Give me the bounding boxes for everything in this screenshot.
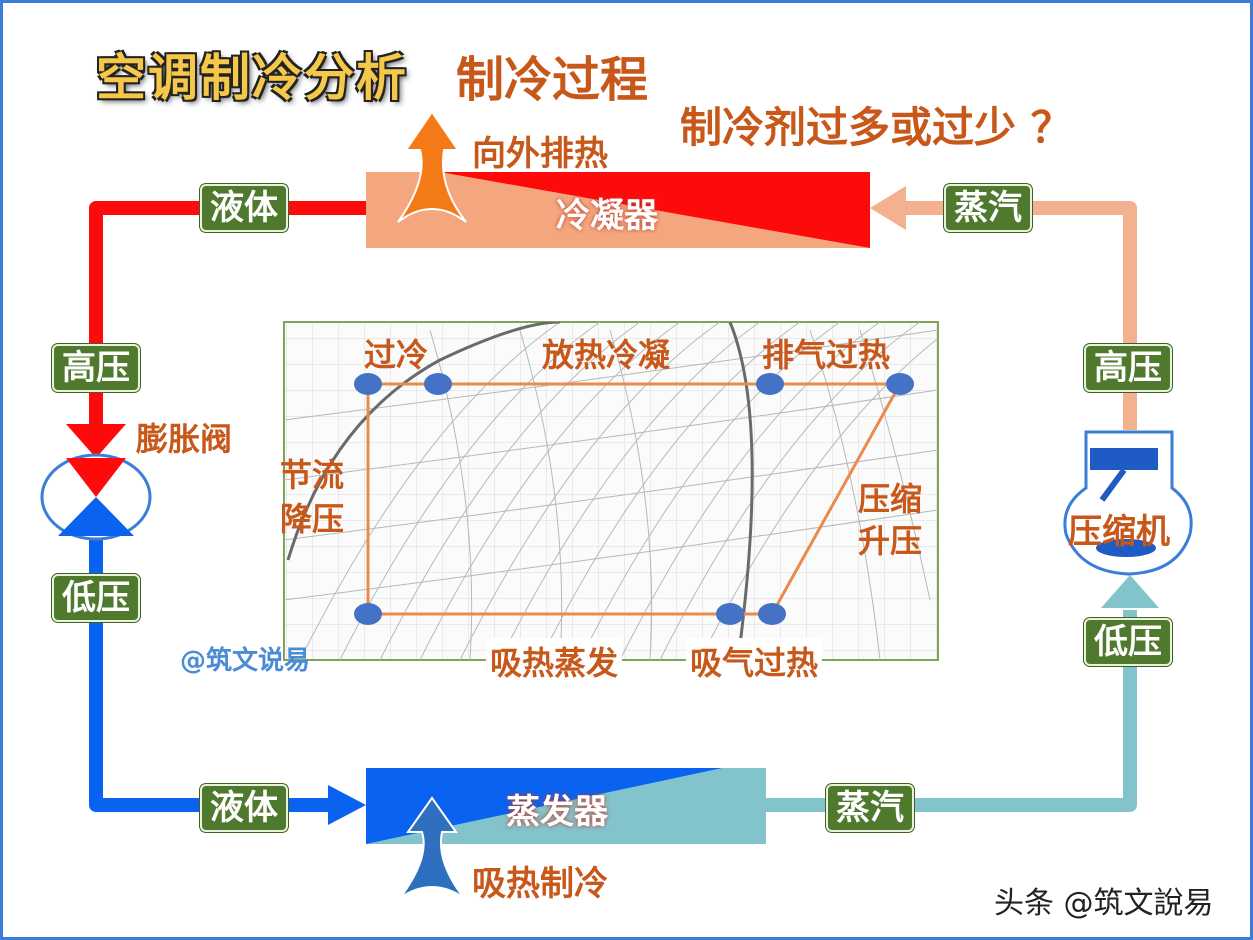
cycle-node (758, 603, 786, 625)
cycle-node (354, 373, 382, 395)
left-arrow-icon (870, 186, 906, 230)
label-vapor-bottom: 蒸汽 (826, 784, 914, 832)
subcool-label: 过冷 (364, 336, 429, 374)
condenser-label: 冷凝器 (556, 196, 658, 236)
cycle-node (424, 373, 452, 395)
label-low-pressure-right: 低压 (1084, 618, 1172, 666)
watermark: 头条 @筑文說易 (994, 886, 1214, 921)
expansion-valve-icon (40, 453, 152, 541)
down-arrow-icon (66, 424, 126, 458)
heat-out-arrow-icon (397, 110, 467, 223)
cycle-node (716, 603, 744, 625)
ph-chart (283, 321, 939, 661)
label-vapor-top: 蒸汽 (944, 184, 1032, 232)
label-liquid-top: 液体 (200, 184, 288, 232)
compressor-label: 压缩机 (1068, 512, 1170, 552)
expansion-valve-label: 膨胀阀 (136, 420, 233, 458)
compressor-icon (1063, 430, 1193, 576)
heat-in-arrow-icon (399, 796, 465, 899)
cycle-node (354, 603, 382, 625)
heat-out-label: 向外排热 (472, 134, 608, 174)
cycle-path (366, 382, 902, 616)
condense-label: 放热冷凝 (542, 336, 671, 374)
evaporate-label: 吸热蒸发 (486, 638, 623, 684)
condenser-hot-fill (440, 172, 870, 248)
heat-in-label: 吸热制冷 (472, 864, 608, 904)
page-subtitle: 制冷过程 (456, 52, 649, 108)
label-high-pressure-left: 高压 (52, 344, 140, 392)
up-arrow-icon (1101, 575, 1159, 608)
vapor-pipe-high (906, 201, 1137, 430)
evaporator-cold-fill (366, 768, 722, 844)
cycle-node (886, 373, 914, 395)
evaporator-label: 蒸发器 (506, 792, 608, 832)
label-liquid-bottom: 液体 (200, 784, 288, 832)
right-arrow-icon (328, 785, 366, 825)
question-text: 制冷剂过多或过少 ？ (680, 103, 1073, 152)
compress-label-2: 升压 (858, 522, 923, 560)
throttle-label-1: 节流 (280, 456, 345, 494)
label-high-pressure-right: 高压 (1084, 344, 1172, 392)
throttle-label-2: 降压 (280, 500, 345, 538)
discharge-superheat-label: 排气过热 (762, 336, 891, 374)
label-low-pressure-left: 低压 (52, 574, 140, 622)
compress-label-1: 压缩 (858, 480, 923, 518)
author-credit: @筑文说易 (180, 646, 311, 676)
suction-superheat-label: 吸气过热 (686, 638, 823, 684)
cycle-node (756, 373, 784, 395)
page-title: 空调制冷分析 (96, 49, 408, 107)
